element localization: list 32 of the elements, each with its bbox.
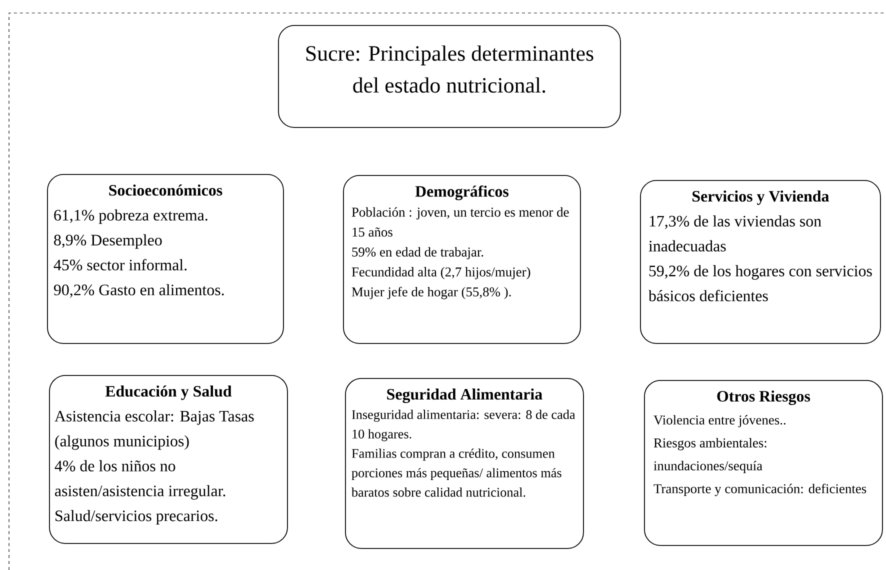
body-text: 8,9% Desempleo [54,234,162,249]
body-text: 61,1% pobreza extrema. [54,209,208,224]
category-box [49,375,288,544]
body-text: 17,3% de las viviendas son inadecuadas [648,215,822,252]
body-text: Familias compran a crédito, consumen porciones más pequeñas/ alimentos más baratos sobre calidad nutricional. [351,448,562,497]
body-text: Violencia entre jóvenes.. [654,415,786,428]
title-text: Sucre: Principales determinantes del estado nutricional. [306,45,594,93]
body-text: Transporte y comunicación: deficientes [654,484,866,496]
body-text: Inseguridad alimentaria: severa: 8 de cada 10 hogares. [352,410,576,442]
box-heading: Demográficos [415,185,508,200]
body-text: Mujer jefe de hogar (55,8% ). [352,286,511,300]
category-box [278,25,621,128]
body-text: 59,2% de los hogares con servicios básicos deficientes [648,265,872,302]
category-box [644,380,883,546]
category-box [343,175,581,344]
body-text: Fecundidad alta (2,7 hijos/mujer) [352,267,530,280]
category-box [640,180,881,344]
body-text: 4% de los niños no asisten/asistencia irregular. [54,460,226,500]
box-heading: Servicios y Vivienda [692,190,829,205]
body-text: 90,2% Gasto en alimentos. [54,284,224,298]
body-text: Asistencia escolar: Bajas Tasas (algunos municipios) [54,410,254,450]
box-heading: Educación y Salud [105,385,232,400]
body-text: Salud/servicios precarios. [56,510,218,524]
body-text: 59% en edad de trabajar. [352,247,484,260]
body-text: 45% sector informal. [54,259,187,270]
body-text: Riesgos ambientales: inundaciones/sequía [654,438,766,474]
box-heading: Socioeconómicos [109,184,222,196]
category-box [47,174,284,344]
box-heading: Seguridad Alimentaria [387,388,542,404]
body-text: Población : joven, un tercio es menor de 15 años [352,207,569,237]
category-box [345,378,584,549]
box-heading: Otros Riesgos [717,390,810,406]
